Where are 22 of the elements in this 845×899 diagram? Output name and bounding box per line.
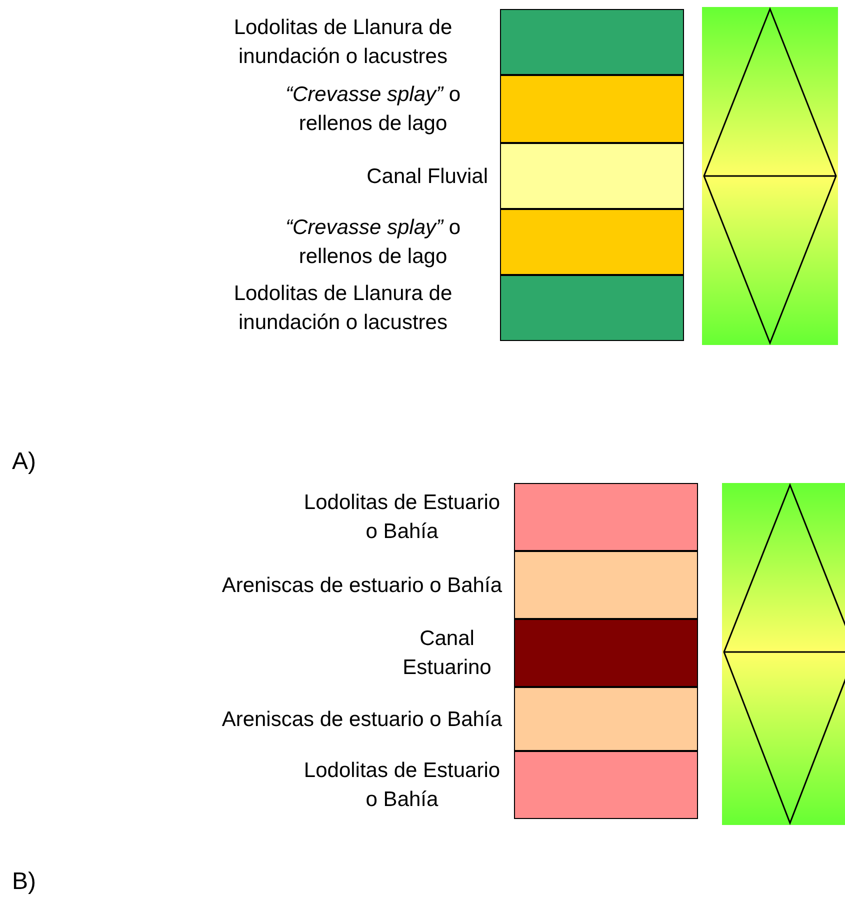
lithology-layer <box>500 75 684 143</box>
lithology-layer <box>514 619 698 687</box>
layer-label: Areniscas de estuario o Bahía <box>222 572 502 598</box>
lithology-layer <box>500 209 684 275</box>
lithology-layer <box>500 275 684 341</box>
lithology-layer <box>514 483 698 551</box>
lithology-layer <box>500 9 684 75</box>
layer-label: Areniscas de estuario o Bahía <box>222 706 502 732</box>
layer-label: Canal Estuarino <box>402 626 492 681</box>
layer-label: Lodolitas de Estuario o Bahía <box>302 758 502 813</box>
lithology-layer <box>514 551 698 619</box>
layer-label: “Crevasse splay” o rellenos de lago <box>284 82 462 137</box>
layer-label: “Crevasse splay” o rellenos de lago <box>284 215 462 270</box>
lithology-layer <box>514 751 698 819</box>
panel-label: A) <box>12 448 36 476</box>
lithology-layer <box>500 143 684 209</box>
layer-label: Lodolitas de Llanura de inundación o lacustres <box>232 15 454 70</box>
layer-label: Lodolitas de Estuario o Bahía <box>302 490 502 545</box>
layer-label: Canal Fluvial <box>366 164 488 190</box>
panel-label: B) <box>12 868 36 896</box>
lithology-layer <box>514 687 698 751</box>
layer-label: Lodolitas de Llanura de inundación o lacustres <box>232 281 454 336</box>
